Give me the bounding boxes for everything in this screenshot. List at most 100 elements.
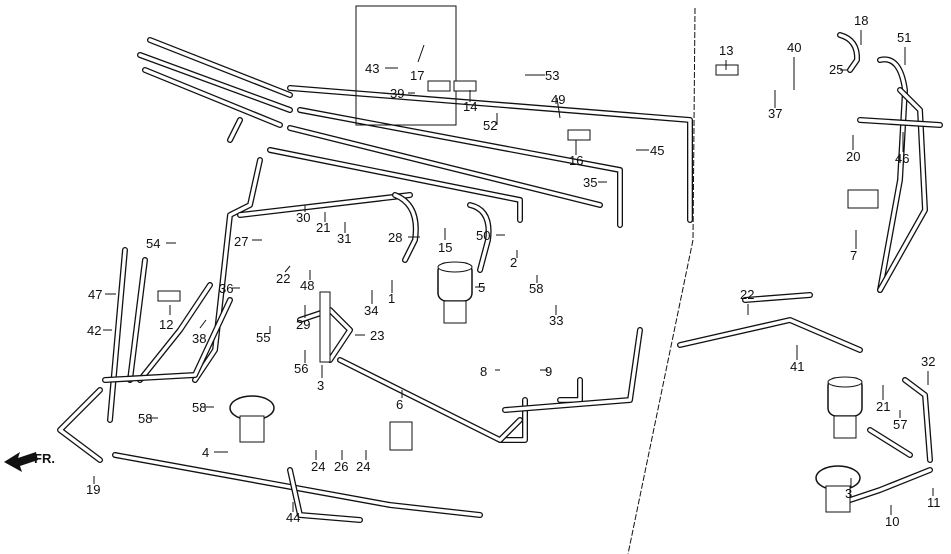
air-control-valve — [437, 261, 473, 324]
part-number-label: 24 — [311, 459, 325, 474]
part-number-label: 20 — [846, 149, 860, 164]
part-number-label: 43 — [365, 61, 379, 76]
part-number-label: 46 — [895, 151, 909, 166]
part-number-label: 15 — [438, 240, 452, 255]
hose-inner-9 — [128, 258, 147, 382]
part-number-label: 21 — [316, 220, 330, 235]
hose-inner-27 — [868, 428, 912, 457]
hose-inner-10 — [138, 283, 212, 382]
hose-inner-12 — [58, 388, 102, 462]
part-number-label: 36 — [219, 281, 233, 296]
part-number-label: 22 — [740, 287, 754, 302]
hose-inner-6 — [393, 193, 418, 262]
part-number-label: 1 — [388, 291, 395, 306]
hose-inner-18 — [338, 358, 522, 442]
solenoid-1 — [427, 80, 451, 92]
part-number-label: 51 — [897, 30, 911, 45]
hose-inner-21 — [743, 293, 812, 302]
hose-inner-14 — [288, 468, 362, 522]
hose-inner-11 — [103, 298, 232, 382]
part-number-label: 34 — [364, 303, 378, 318]
part-number-label: 38 — [192, 331, 206, 346]
part-number-label: 56 — [294, 361, 308, 376]
hose-inner-1 — [298, 108, 622, 227]
hose-inner-3 — [268, 148, 522, 222]
part-number-label: 37 — [768, 106, 782, 121]
part-number-label: 24 — [356, 459, 370, 474]
part-number-label: 21 — [876, 399, 890, 414]
part-number-label: 41 — [790, 359, 804, 374]
air-suction-valve-right — [815, 465, 861, 513]
front-direction-label: FR. — [34, 451, 55, 466]
solenoid-0 — [157, 290, 181, 302]
hose-16 — [557, 377, 583, 403]
part-number-label: 19 — [86, 482, 100, 497]
part-number-label: 29 — [296, 317, 310, 332]
hose-inner-17 — [298, 308, 352, 362]
hose-inner-23 — [838, 33, 859, 72]
hose-inner-26 — [903, 378, 932, 462]
part-number-label: 3 — [317, 378, 324, 393]
part-number-label: 26 — [334, 459, 348, 474]
part-number-label: 33 — [549, 313, 563, 328]
part-number-label: 14 — [463, 99, 477, 114]
part-number-label: 16 — [569, 153, 583, 168]
leader-line — [417, 44, 425, 63]
hose-inner-20 — [678, 318, 862, 352]
inset-box — [355, 5, 457, 126]
hose-inner-4 — [193, 158, 262, 382]
hose-inner-5 — [238, 193, 412, 217]
hose-inner-16 — [558, 378, 582, 402]
part-number-label: 2 — [510, 255, 517, 270]
part-number-label: 58 — [192, 400, 206, 415]
part-number-label: 42 — [87, 323, 101, 338]
hose-6 — [392, 192, 419, 263]
leader-line — [556, 97, 561, 119]
part-number-label: 11 — [927, 495, 941, 510]
hose-lines — [57, 32, 943, 523]
tube-joint — [319, 291, 331, 363]
part-number-label: 49 — [551, 92, 565, 107]
hose-inner-25 — [858, 118, 942, 127]
part-number-label: 8 — [480, 364, 487, 379]
part-number-label: 9 — [545, 364, 552, 379]
check-valve — [389, 421, 413, 451]
part-number-label: 30 — [296, 210, 310, 225]
part-number-label: 4 — [202, 445, 209, 460]
part-number-label: 45 — [650, 143, 664, 158]
part-number-label: 32 — [921, 354, 935, 369]
part-number-label: 58 — [138, 411, 152, 426]
part-number-label: 39 — [390, 86, 404, 101]
part-number-label: 12 — [159, 317, 173, 332]
part-number-label: 48 — [300, 278, 314, 293]
hose-inner-0 — [288, 86, 692, 222]
part-number-label: 58 — [529, 281, 543, 296]
part-number-label: 7 — [850, 248, 857, 263]
solenoid-4 — [715, 64, 739, 76]
front-arrow: FR. — [4, 451, 55, 472]
part-number-label: 44 — [286, 510, 300, 525]
part-number-label: 6 — [396, 397, 403, 412]
part-number-label: 50 — [476, 228, 490, 243]
part-number-label: 47 — [88, 287, 102, 302]
part-number-label: 17 — [410, 68, 424, 83]
front-arrow-icon — [4, 452, 38, 472]
part-number-label: 22 — [276, 271, 290, 286]
part-number-label: 5 — [478, 280, 485, 295]
hose-inner-29 — [148, 38, 292, 97]
part-number-label: 35 — [583, 175, 597, 190]
hose-inner-19 — [503, 328, 642, 412]
part-number-label: 23 — [370, 328, 384, 343]
part-number-label: 57 — [893, 417, 907, 432]
hose-inner-7 — [468, 203, 491, 272]
air-suction-valve — [229, 395, 275, 443]
components — [157, 64, 879, 513]
part-number-label: 27 — [234, 234, 248, 249]
part-number-label: 13 — [719, 43, 733, 58]
part-number-label: 54 — [146, 236, 160, 251]
hose-4 — [192, 157, 263, 383]
part-number-label: 25 — [829, 62, 843, 77]
hose-inner-2 — [288, 126, 602, 207]
